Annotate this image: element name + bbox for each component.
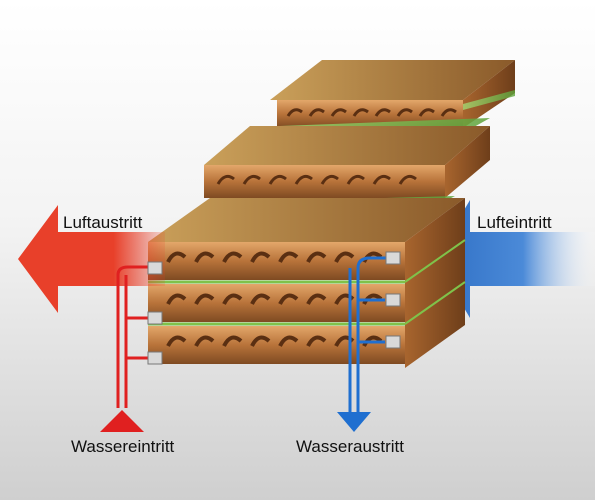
valve-icon (147, 261, 163, 365)
water-inlet-label: Wassereintritt (71, 437, 175, 456)
middle-fin-block (204, 126, 490, 198)
valve-icon (385, 251, 401, 349)
upper-fin-block (270, 60, 515, 128)
water-outlet-label: Wasseraustritt (296, 437, 405, 456)
air-inlet-arrow (435, 200, 595, 318)
air-outlet-arrow (18, 205, 165, 313)
main-fin-block (148, 198, 466, 368)
water-inlet-pipe (100, 261, 163, 432)
air-inlet-label: Lufteintritt (477, 213, 552, 232)
air-outlet-label: Luftaustritt (63, 213, 143, 232)
water-outlet-pipe (337, 251, 401, 432)
